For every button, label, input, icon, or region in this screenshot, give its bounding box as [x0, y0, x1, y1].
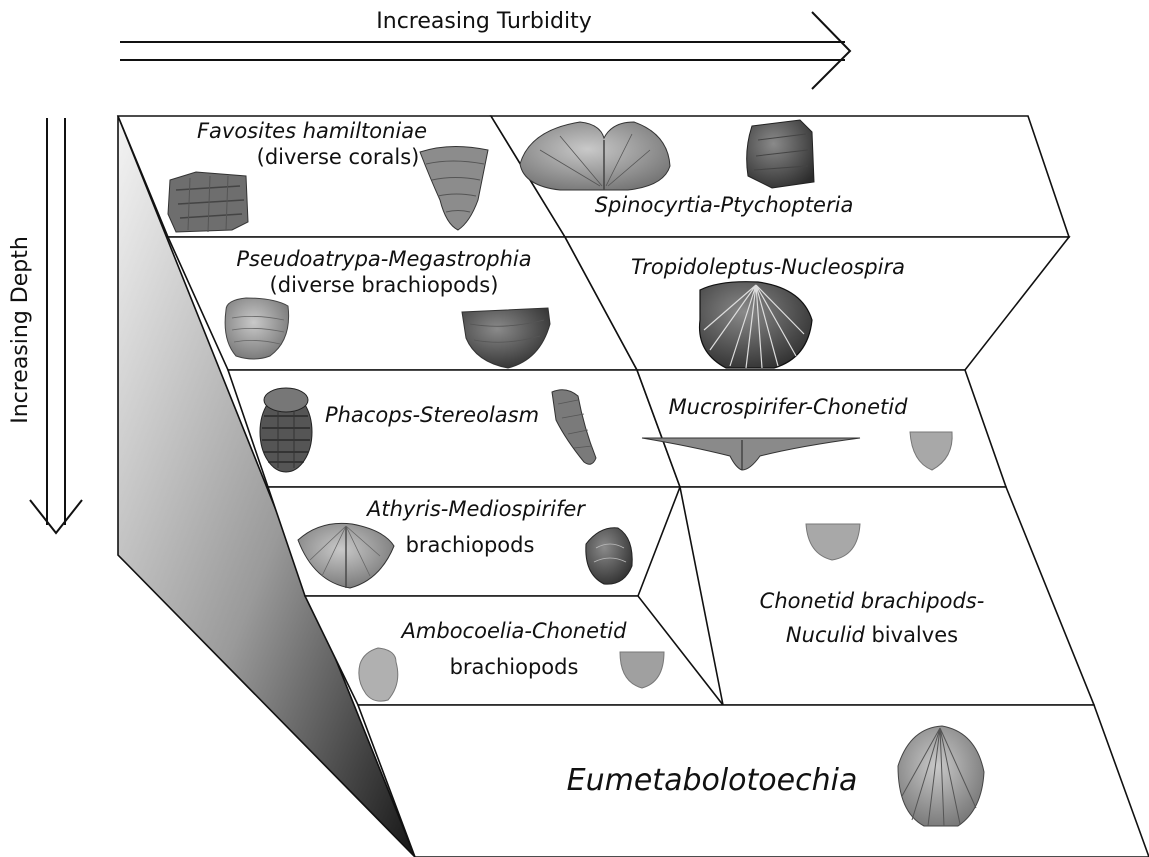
- trilobite-icon: [260, 388, 312, 472]
- cell-mucrospirifer: [637, 370, 1006, 487]
- tropidoleptus-name: Tropidoleptus-Nucleospira: [631, 255, 905, 279]
- athyris-note: brachiopods: [406, 533, 535, 557]
- spinocyrtia-name: Spinocyrtia-Ptychopteria: [595, 193, 854, 217]
- ptychopteria-icon: [747, 120, 814, 188]
- chonetid-nuculid-line1: Chonetid brachipods-: [760, 589, 985, 613]
- bivalves-plain: bivalves: [865, 623, 958, 647]
- depth-label: Increasing Depth: [8, 236, 33, 424]
- depth-arrow: [30, 118, 82, 533]
- favosites-name: Favosites hamiltoniae: [197, 119, 427, 143]
- turbidity-label: Increasing Turbidity: [376, 9, 591, 34]
- nuculid-italic: Nuculid: [786, 623, 866, 647]
- mucrospirifer-name: Mucrospirifer-Chonetid: [669, 395, 909, 419]
- phacops-name: Phacops-Stereolasm: [325, 403, 539, 427]
- favosites-note: (diverse corals): [257, 145, 420, 169]
- athyris-name: Athyris-Mediospirifer: [365, 497, 586, 521]
- chonetid-nuculid-line2: Nuculid bivalves: [786, 623, 958, 647]
- pseudoatrypa-name: Pseudoatrypa-Megastrophia: [236, 247, 531, 271]
- ambocoelia-name: Ambocoelia-Chonetid: [400, 619, 628, 643]
- ambocoelia-note: brachiopods: [450, 655, 579, 679]
- eumetabolotoechia-name: Eumetabolotoechia: [567, 763, 858, 798]
- coral-colony-icon: [168, 172, 248, 232]
- pseudoatrypa-note: (diverse brachiopods): [270, 273, 499, 297]
